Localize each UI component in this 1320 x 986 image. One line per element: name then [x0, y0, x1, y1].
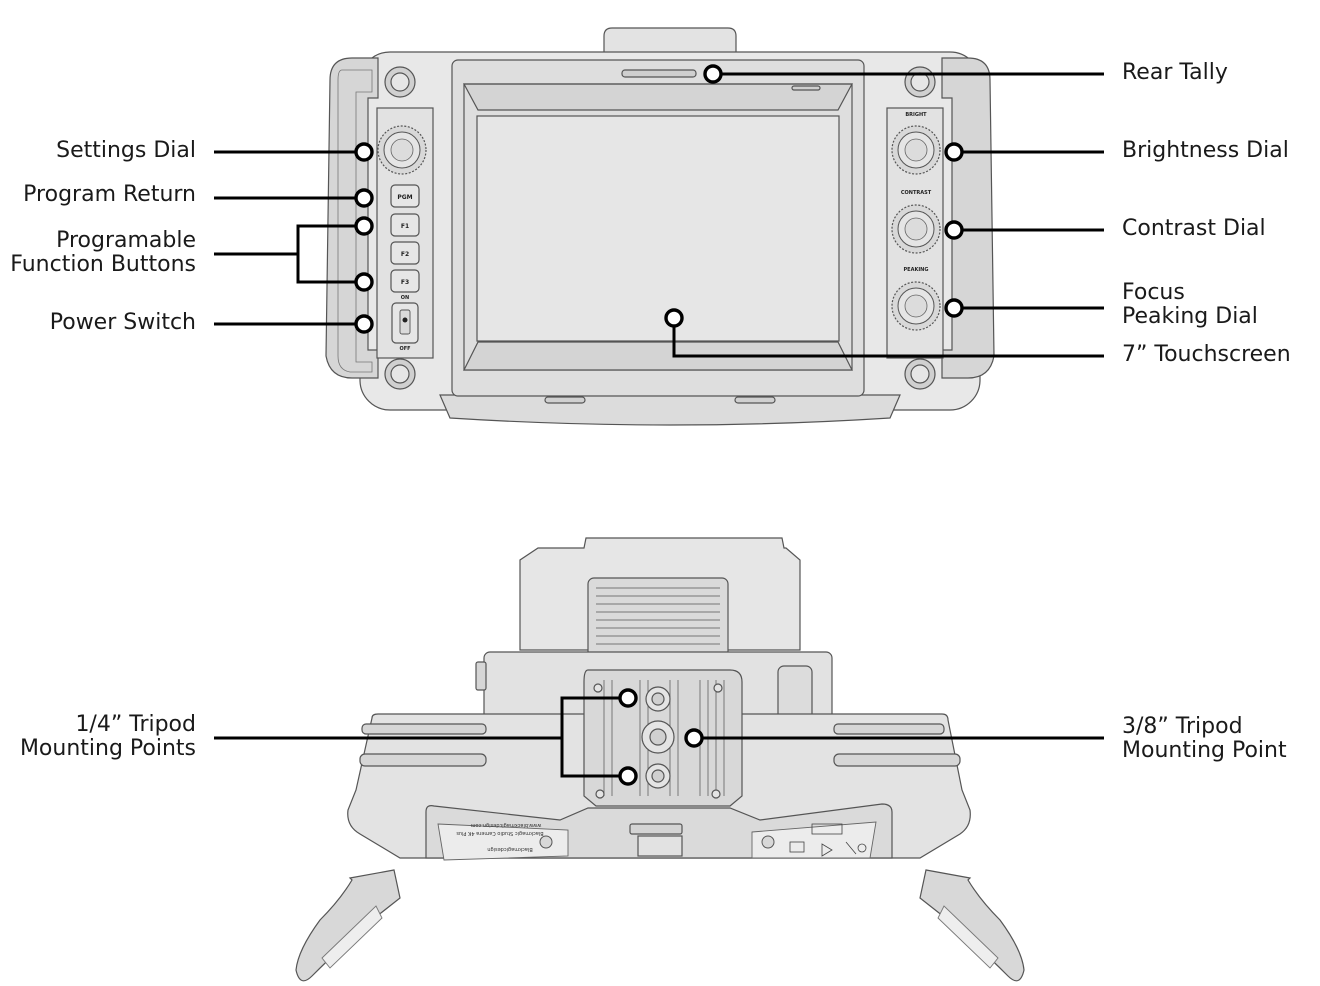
- label-touchscreen: 7” Touchscreen: [1122, 342, 1291, 367]
- brightness-dial-icon: [891, 125, 941, 175]
- svg-text:F2: F2: [401, 251, 409, 258]
- label-power-switch: Power Switch: [49, 310, 196, 335]
- f2-button: F2: [390, 241, 420, 265]
- bright-marking: BRIGHT: [905, 112, 927, 118]
- left-label-sticker: Blackmagicdesign Blackmagic Studio Camer…: [456, 822, 544, 852]
- label-programmable-buttons-line1: Programable: [56, 228, 196, 253]
- on-marking: ON: [401, 295, 409, 301]
- label-focus-peaking-line2: Peaking Dial: [1122, 304, 1258, 329]
- viewfinder-bottom-view: [295, 537, 1025, 982]
- power-switch-icon: [391, 302, 419, 344]
- sticker-model: Blackmagic Studio Camera 4K Plus: [456, 830, 544, 836]
- tripod-holes-icon: [593, 683, 723, 799]
- settings-dial-icon: [377, 125, 427, 175]
- callout-lines: [214, 72, 1104, 778]
- sticker-brand: Blackmagicdesign: [487, 846, 532, 852]
- peaking-marking: PEAKING: [904, 267, 929, 273]
- f3-button: F3: [390, 269, 420, 293]
- svg-text:F3: F3: [401, 279, 409, 286]
- off-marking: OFF: [399, 346, 410, 352]
- label-settings-dial: Settings Dial: [56, 138, 196, 163]
- label-brightness-dial: Brightness Dial: [1122, 138, 1289, 163]
- contrast-marking: CONTRAST: [901, 190, 932, 196]
- right-certification-sticker: [789, 823, 867, 857]
- label-quarter-tripod-line2: Mounting Points: [19, 736, 196, 761]
- label-program-return: Program Return: [23, 182, 196, 207]
- svg-text:PGM: PGM: [397, 194, 412, 201]
- label-rear-tally: Rear Tally: [1122, 60, 1228, 85]
- peaking-dial-icon: [891, 281, 941, 331]
- contrast-dial-icon: [891, 204, 941, 254]
- label-contrast-dial: Contrast Dial: [1122, 216, 1266, 241]
- f1-button: F1: [390, 213, 420, 237]
- label-quarter-tripod-line1: 1/4” Tripod: [75, 712, 196, 737]
- pgm-button: PGM: [390, 184, 420, 208]
- label-three-eighth-tripod-line2: Mounting Point: [1122, 738, 1287, 763]
- callout-markers: [354, 64, 964, 786]
- sticker-url: www.blackmagicdesign.com: [470, 822, 541, 828]
- label-three-eighth-tripod-line1: 3/8” Tripod: [1122, 714, 1243, 739]
- label-focus-peaking-line1: Focus: [1122, 280, 1185, 305]
- svg-text:F1: F1: [401, 223, 409, 230]
- label-programmable-buttons-line2: Function Buttons: [10, 252, 196, 277]
